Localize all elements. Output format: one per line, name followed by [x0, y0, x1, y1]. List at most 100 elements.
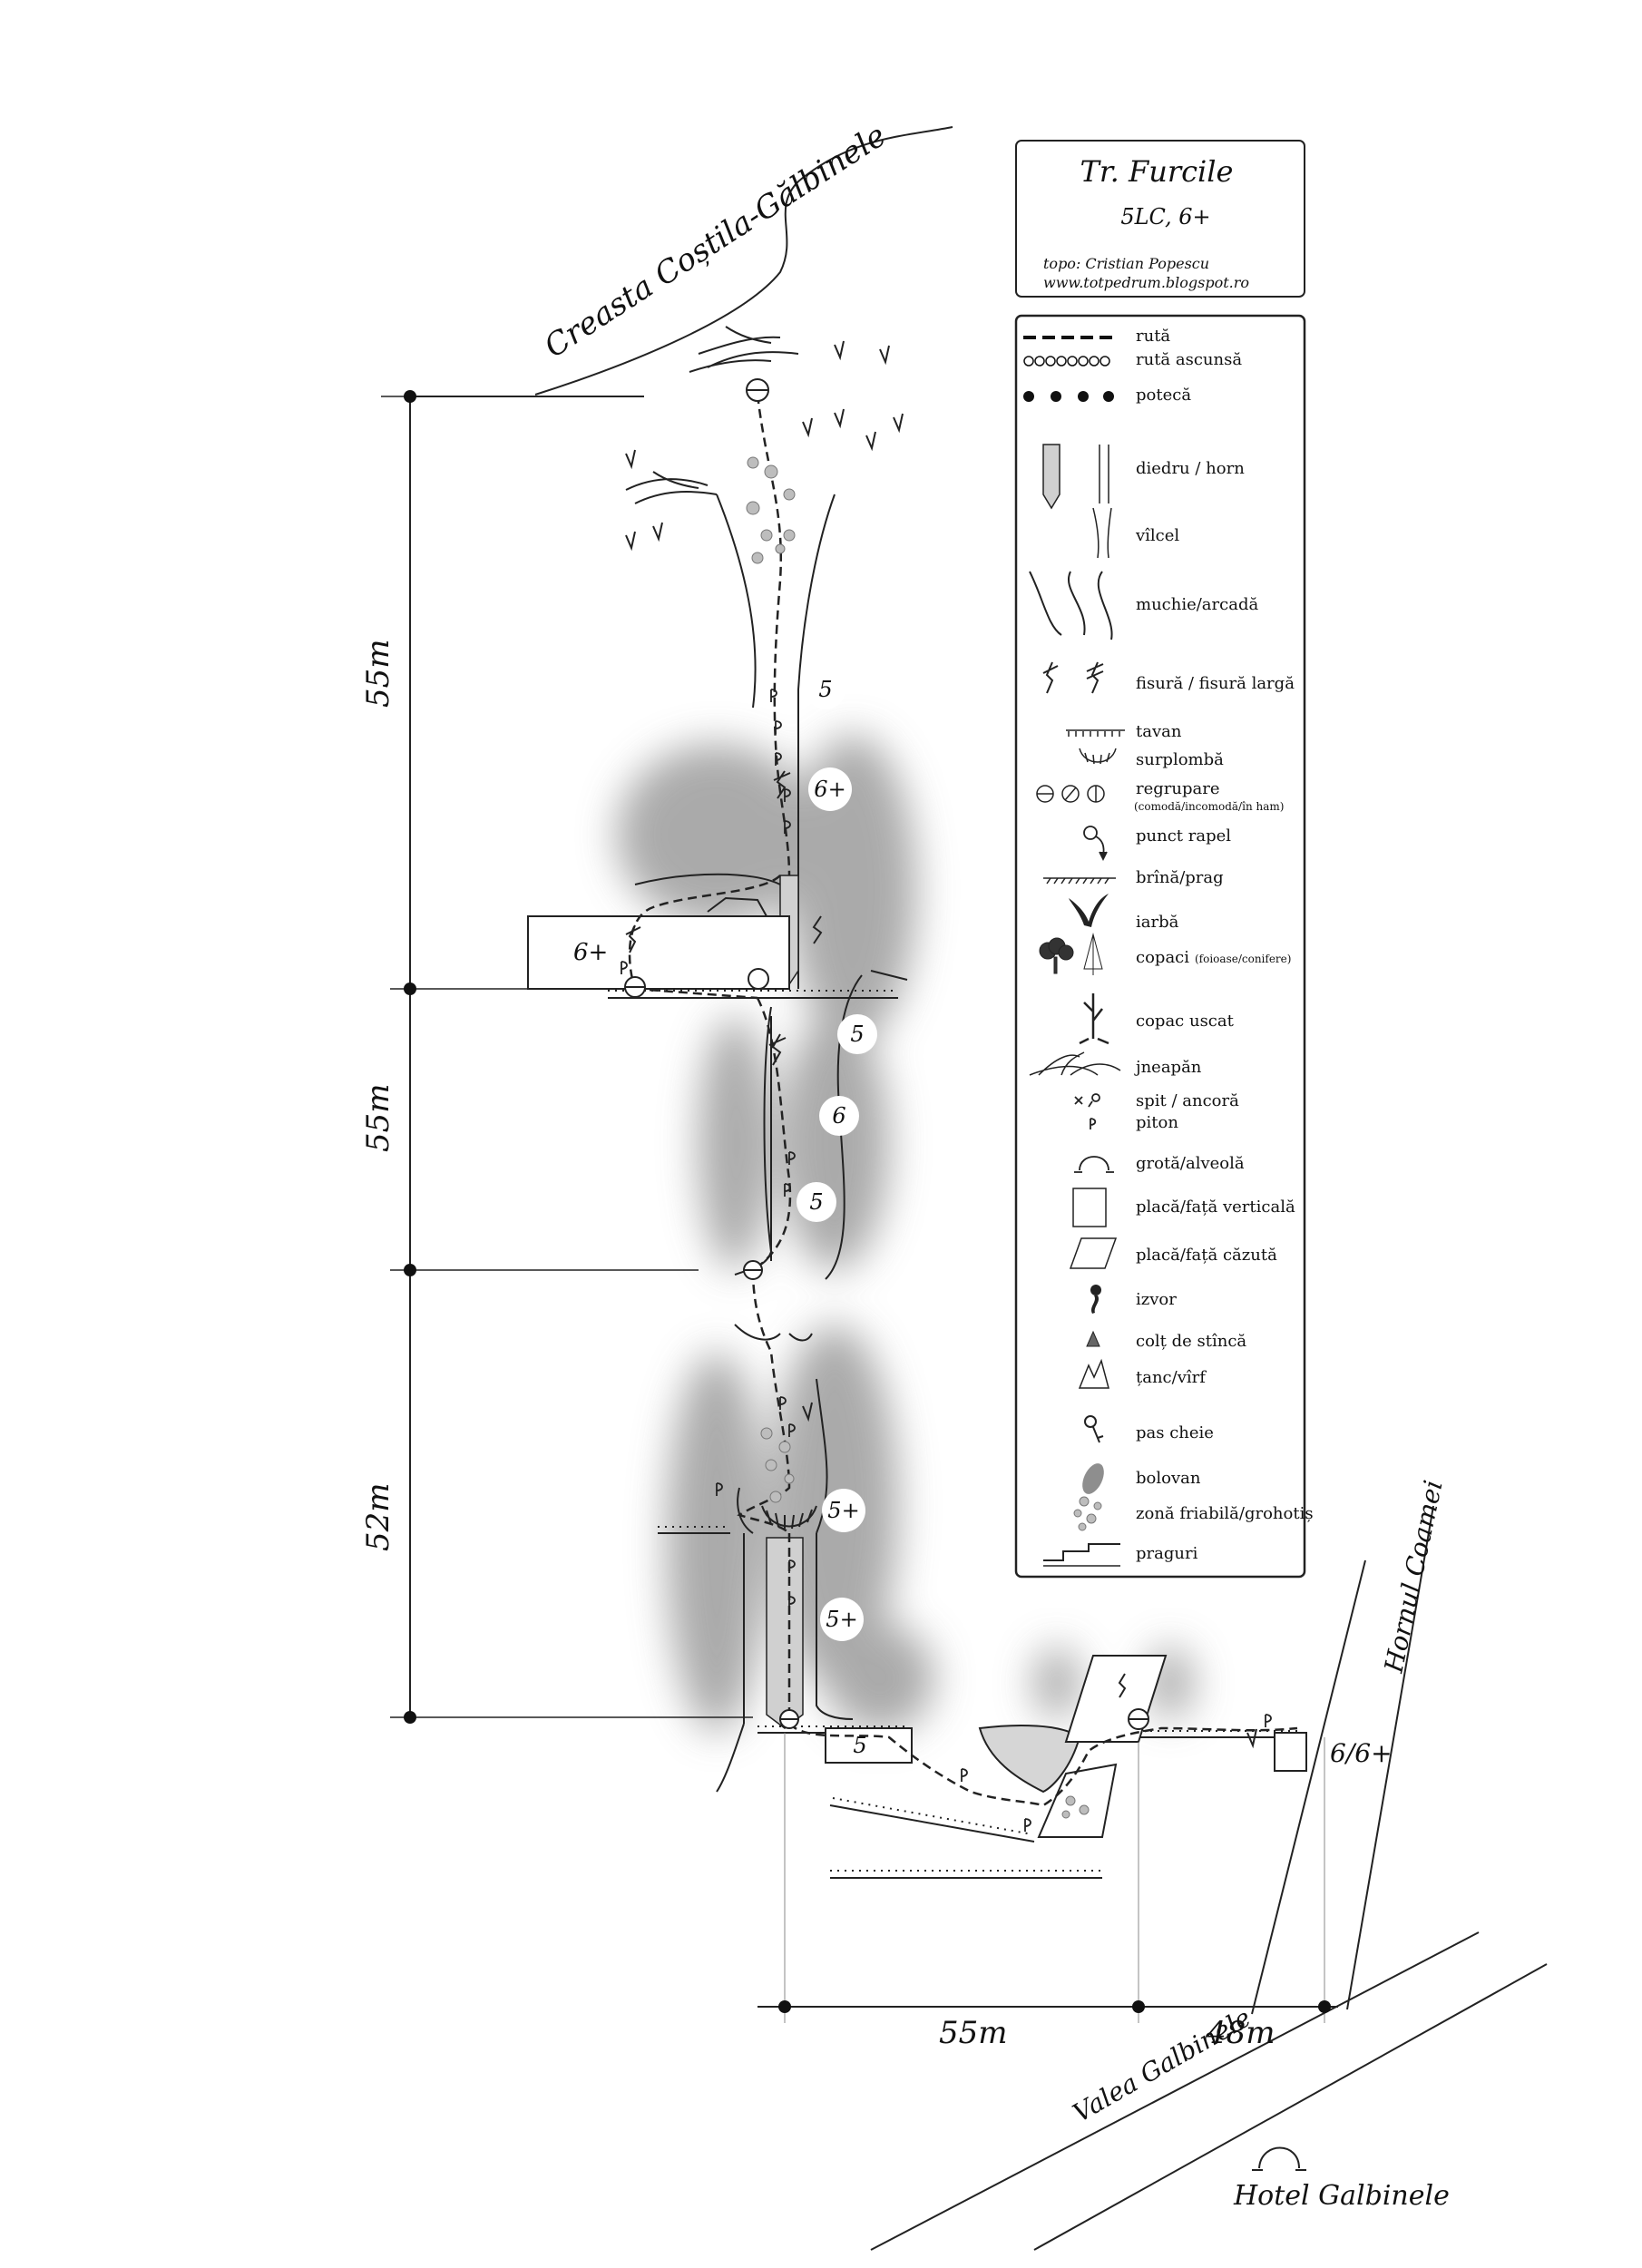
legend-label-piton: piton	[1136, 1113, 1178, 1132]
vertical-slab-icon	[1072, 1188, 1107, 1227]
legend-label-key-step: pas cheie	[1136, 1423, 1214, 1442]
gully-icon	[1092, 507, 1112, 559]
cave-icon	[1074, 1156, 1114, 1173]
hotel-name: Hotel Galbinele	[1233, 2180, 1450, 2212]
chimney-lines	[1251, 1505, 1434, 2015]
belay-icon	[1036, 785, 1105, 803]
legend-label-roof: tavan	[1136, 722, 1182, 741]
piton-icon	[621, 689, 1272, 1832]
scree-icon	[1073, 1496, 1102, 1531]
svg-text:6: 6	[832, 1103, 845, 1129]
overhang-icon	[1079, 748, 1117, 765]
belay-stations	[624, 378, 1149, 1730]
legend-label-cave: grotă/alveolă	[1136, 1154, 1245, 1173]
pitch-marker: 5+	[822, 1489, 865, 1532]
guide-lines	[784, 1733, 1325, 2023]
legend-label-steps: praguri	[1136, 1544, 1198, 1563]
roof-icon	[1066, 729, 1125, 737]
pitch-marker: 5+	[820, 1598, 864, 1641]
roof-icon	[707, 896, 767, 917]
horizontal-dimension	[757, 2000, 1338, 2013]
grass-icon	[625, 340, 1257, 1749]
legend-label-route: rută	[1136, 327, 1170, 346]
vertical-dimension	[381, 390, 753, 1724]
pitch-grades: 5 6+ 5 6 5 5+ 5+ 5	[797, 670, 877, 1758]
dihedral-icon	[1042, 444, 1109, 510]
crack-icon	[625, 770, 1127, 1698]
legend-label-overhang: surplombă	[1136, 750, 1224, 769]
spring-icon	[1090, 1285, 1101, 1314]
topo-website: www.totpedrum.blogspot.ro	[1043, 274, 1249, 291]
pitch-marker: 5	[806, 670, 845, 709]
slabs	[825, 1655, 1307, 1838]
piton-icon	[1090, 1118, 1097, 1129]
rock-tooth-icon	[1086, 1330, 1100, 1347]
slanted-slab-icon	[1069, 1237, 1118, 1269]
dwarf-pine-icon	[625, 326, 799, 504]
legend-label-bolt: spit / ancoră	[1136, 1091, 1239, 1110]
legend-label-boulder: bolovan	[1136, 1469, 1201, 1488]
legend-label-ridge: muchie/arcadă	[1136, 595, 1258, 614]
rappel-icon	[1083, 826, 1108, 862]
legend-label-rappel: punct rapel	[1136, 826, 1231, 846]
route-title: Tr. Furcile	[1080, 154, 1234, 189]
valley-name: Valea Galbinele	[1068, 2002, 1256, 2128]
legend-sub-belay: (comodă/incomodă/în ham)	[1134, 800, 1284, 813]
variant-box: 6+	[527, 915, 790, 990]
valley-lines	[870, 1931, 1548, 2251]
route-grade: 5LC, 6+	[1120, 204, 1210, 230]
approach-pitch-grade: 5	[853, 1733, 866, 1758]
svg-text:5: 5	[818, 677, 832, 702]
scree-icon	[746, 456, 1090, 1819]
dotted-line-icon	[1023, 391, 1114, 402]
dihedral-feature	[766, 875, 804, 1729]
overhang-icon	[761, 1505, 817, 1530]
pitch-marker: 5	[797, 1182, 836, 1222]
legend-label-pinnacle: țanc/vîrf	[1136, 1368, 1207, 1387]
crack-icon	[1042, 661, 1104, 694]
legend: rută rută ascunsă potecă diedru / horn v…	[1014, 314, 1314, 1579]
climbing-route	[628, 394, 1298, 1807]
height-label-top: 55m	[360, 639, 396, 708]
dead-tree-icon	[1079, 993, 1109, 1045]
svg-text:5: 5	[850, 1022, 864, 1047]
legend-label-ledge: brînă/prag	[1136, 868, 1224, 887]
trees-icon	[1039, 933, 1103, 975]
ledge-icon	[1043, 877, 1116, 885]
steps-icon	[1043, 1543, 1120, 1567]
height-label-middle: 55m	[360, 1083, 396, 1152]
topo-author: topo: Cristian Popescu	[1043, 255, 1209, 272]
legend-label-grass: iarbă	[1136, 913, 1179, 932]
legend-label-crack: fisură / fisură largă	[1136, 674, 1295, 693]
dwarf-pine-icon	[1029, 1051, 1121, 1076]
bolt-icon	[1074, 1093, 1100, 1108]
pinnacle-icon	[1078, 1358, 1109, 1389]
legend-label-dead-tree: copac uscat	[1136, 1012, 1235, 1031]
ridge-name: Creasta Coștila-Gălbinele	[538, 117, 893, 365]
legend-label-rock-tooth: colț de stîncă	[1136, 1332, 1246, 1351]
chimney-name: Hornul Coamei	[1378, 1478, 1448, 1677]
legend-label-scree: zonă friabilă/grohotiș	[1136, 1504, 1314, 1523]
legend-label-hidden-route: rută ascunsă	[1136, 350, 1242, 369]
legend-label-slanted-slab: placă/față căzută	[1136, 1246, 1277, 1265]
pitch-marker: 6+	[808, 767, 852, 811]
cave-icon	[1252, 2146, 1306, 2171]
ridge-icon	[1029, 571, 1113, 640]
legend-label-belay: regrupare	[1136, 779, 1220, 798]
legend-label-spring: izvor	[1136, 1290, 1177, 1309]
variant-grade: 6+	[573, 939, 608, 966]
legend-label-dihedral: diedru / horn	[1136, 459, 1245, 478]
legend-label-gully: vîlcel	[1135, 526, 1179, 545]
svg-text:5+: 5+	[827, 1498, 859, 1523]
approach-grade: 6/6+	[1330, 1738, 1393, 1768]
pitch-marker: 6	[819, 1096, 859, 1136]
svg-text:5: 5	[809, 1189, 823, 1215]
title-box: Tr. Furcile 5LC, 6+ topo: Cristian Popes…	[1015, 140, 1305, 298]
circle-chain-icon	[1023, 356, 1110, 367]
legend-label-dwarf-pine: jneapăn	[1134, 1058, 1202, 1077]
legend-label-path: potecă	[1136, 386, 1191, 405]
svg-text:5+: 5+	[826, 1607, 857, 1632]
boulder-icon	[1082, 1463, 1104, 1494]
width-label-right: 48m	[1206, 2015, 1275, 2051]
